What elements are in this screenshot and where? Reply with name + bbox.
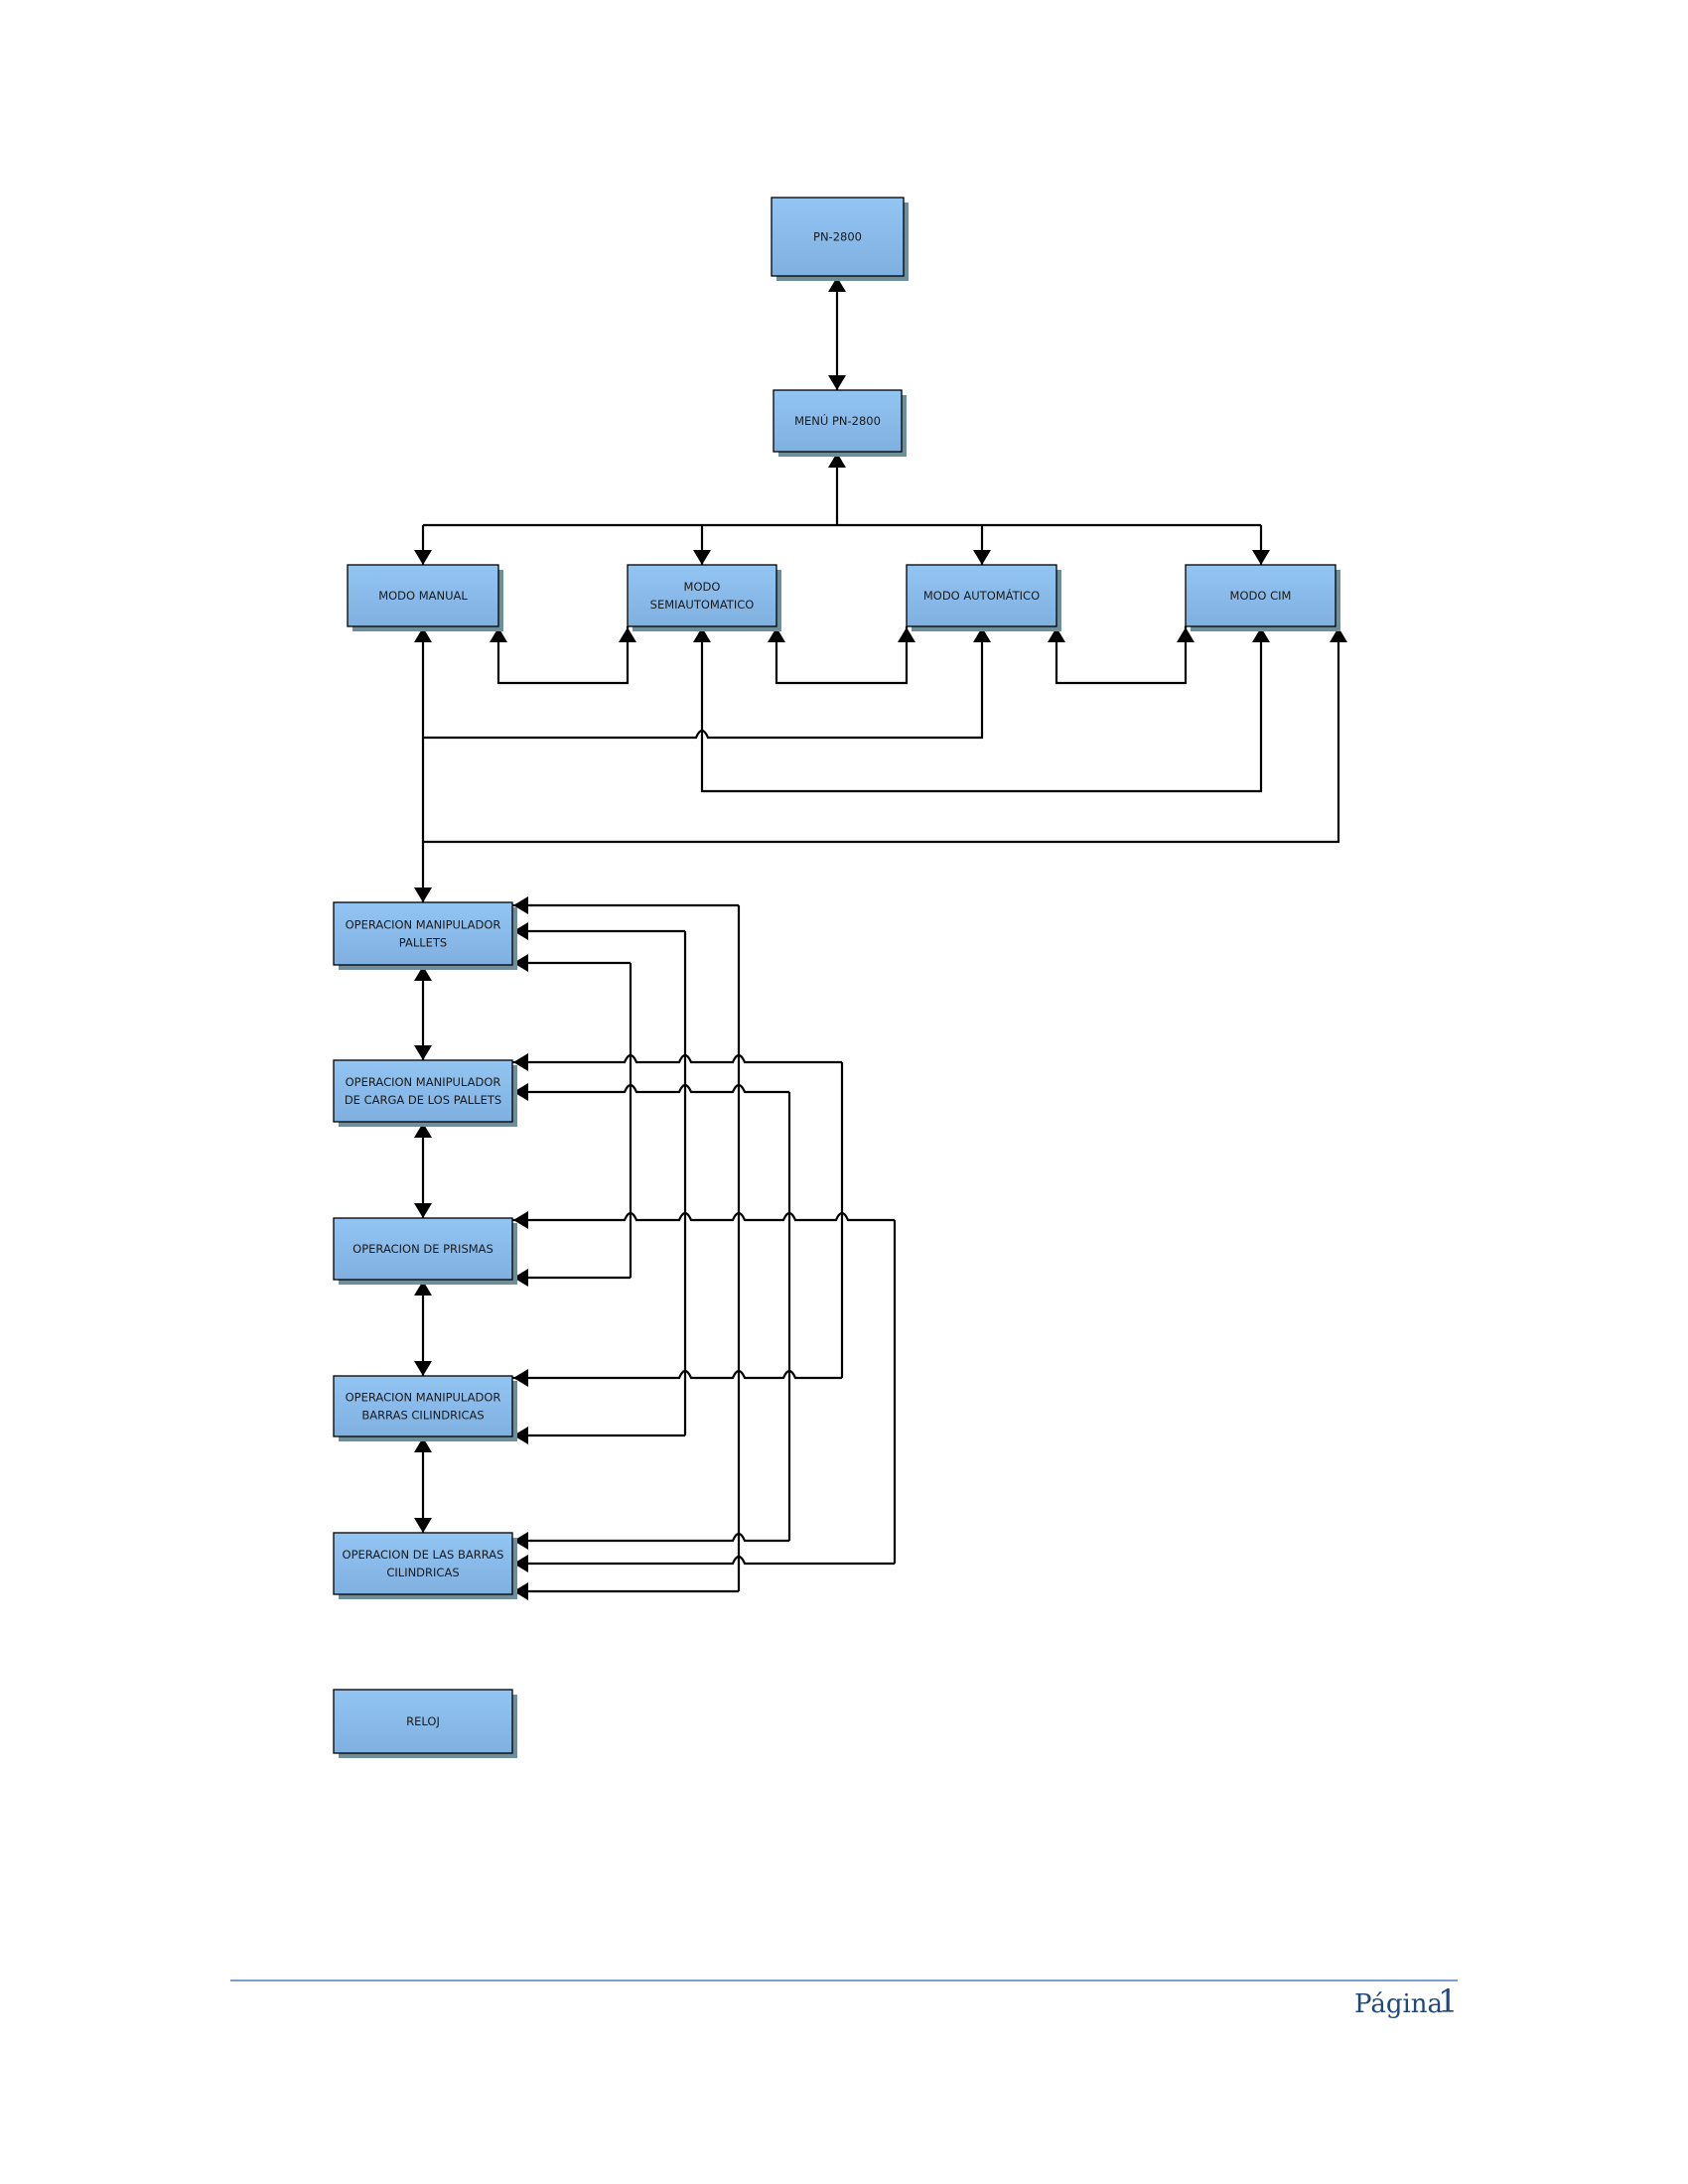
- arrowhead: [414, 1518, 432, 1533]
- arrowhead: [414, 1361, 432, 1376]
- arrowhead: [414, 1437, 432, 1452]
- node-label: MODO: [684, 580, 721, 594]
- arrowhead: [1177, 627, 1195, 642]
- node-label: OPERACION DE PRISMAS: [352, 1242, 493, 1256]
- connector-line: [512, 1211, 895, 1222]
- node-box: [773, 389, 903, 453]
- node-box: [333, 1689, 513, 1754]
- arrowhead: [414, 1281, 432, 1296]
- arrowhead: [414, 887, 432, 902]
- connector-line: [512, 1532, 789, 1543]
- arrowhead: [1048, 627, 1065, 642]
- node-label: CILINDRICAS: [386, 1566, 459, 1579]
- arrowhead: [1330, 627, 1347, 642]
- arrowhead: [414, 966, 432, 981]
- node-label: BARRAS CILINDRICAS: [361, 1409, 484, 1423]
- node-label: OPERACION MANIPULADOR: [346, 1391, 501, 1405]
- connector-line: [700, 626, 1263, 793]
- connector-line: [512, 1369, 842, 1380]
- node-box: [333, 901, 513, 966]
- connector-line: [512, 1083, 789, 1094]
- node-cim: MODO CIM: [1185, 564, 1340, 631]
- node-box: [333, 1059, 513, 1123]
- connector-line: [1055, 626, 1188, 685]
- page-footer: Página 1: [230, 1979, 1458, 2020]
- arrowhead: [973, 627, 991, 642]
- node-op5: OPERACION DE LAS BARRAS CILINDRICAS: [333, 1532, 517, 1599]
- arrowhead: [828, 277, 846, 292]
- arrowhead: [513, 1369, 528, 1387]
- arrowhead: [898, 627, 915, 642]
- arrowhead: [414, 550, 432, 565]
- node-manual: MODO MANUAL: [347, 564, 503, 631]
- arrowhead: [513, 1269, 528, 1287]
- arrowhead: [513, 1555, 528, 1572]
- arrowhead: [513, 954, 528, 972]
- node-menu: MENÚ PN-2800: [773, 389, 907, 457]
- arrowhead: [828, 375, 846, 390]
- connector-line: [774, 626, 909, 685]
- connector-line: [512, 1555, 895, 1566]
- node-label: PN-2800: [813, 230, 862, 244]
- node-box: [1185, 564, 1336, 627]
- arrowhead: [513, 896, 528, 914]
- node-label: OPERACION DE LAS BARRAS: [343, 1548, 504, 1562]
- node-op4: OPERACION MANIPULADOR BARRAS CILINDRICAS: [333, 1375, 517, 1441]
- node-box: [771, 197, 905, 277]
- node-label: MODO MANUAL: [378, 589, 468, 603]
- arrowhead: [513, 1427, 528, 1444]
- arrowhead: [414, 1203, 432, 1218]
- node-label: OPERACION MANIPULADOR: [346, 918, 501, 932]
- connector-line: [512, 1053, 842, 1064]
- node-label: MENÚ PN-2800: [794, 413, 881, 428]
- arrowhead: [513, 1053, 528, 1071]
- node-auto: MODO AUTOMÁTICO: [906, 564, 1061, 631]
- arrowhead: [414, 627, 432, 642]
- node-semi: MODO SEMIAUTOMATICO: [627, 564, 781, 631]
- node-op1: OPERACION MANIPULADOR PALLETS: [333, 901, 517, 970]
- arrowhead: [828, 453, 846, 468]
- node-box: [333, 1217, 513, 1281]
- footer-page-label: Página: [1354, 1989, 1443, 2019]
- node-box: [347, 564, 499, 627]
- arrowhead: [513, 1532, 528, 1550]
- connector-line: [423, 626, 1340, 844]
- arrowhead: [414, 1123, 432, 1138]
- connectors: [414, 276, 1347, 1600]
- node-reloj: RELOJ: [333, 1689, 517, 1758]
- arrowhead: [513, 1211, 528, 1229]
- footer-page-number: 1: [1438, 1982, 1458, 2020]
- arrowhead: [513, 922, 528, 940]
- arrowhead: [1252, 627, 1270, 642]
- node-label: OPERACION MANIPULADOR: [346, 1075, 501, 1089]
- node-label: DE CARGA DE LOS PALLETS: [345, 1093, 501, 1107]
- arrowhead: [768, 627, 785, 642]
- node-label: PALLETS: [399, 936, 447, 950]
- arrowhead: [619, 627, 636, 642]
- node-label: RELOJ: [406, 1714, 440, 1728]
- node-box: [333, 1375, 513, 1437]
- arrowhead: [414, 1045, 432, 1060]
- node-box: [333, 1532, 513, 1595]
- node-box: [906, 564, 1057, 627]
- arrowhead: [693, 550, 711, 565]
- arrowhead: [693, 627, 711, 642]
- node-op2: OPERACION MANIPULADOR DE CARGA DE LOS PAL…: [333, 1059, 517, 1127]
- node-box: [627, 564, 777, 627]
- node-label: SEMIAUTOMATICO: [650, 598, 755, 612]
- node-label: MODO CIM: [1230, 589, 1292, 603]
- arrowhead: [513, 1083, 528, 1101]
- connector-line: [496, 626, 630, 685]
- arrowhead: [1252, 550, 1270, 565]
- node-pn2800: PN-2800: [771, 197, 909, 281]
- arrowhead: [973, 550, 991, 565]
- arrowhead: [513, 1582, 528, 1600]
- node-op3: OPERACION DE PRISMAS: [333, 1217, 517, 1285]
- arrowhead: [490, 627, 507, 642]
- node-label: MODO AUTOMÁTICO: [923, 588, 1040, 603]
